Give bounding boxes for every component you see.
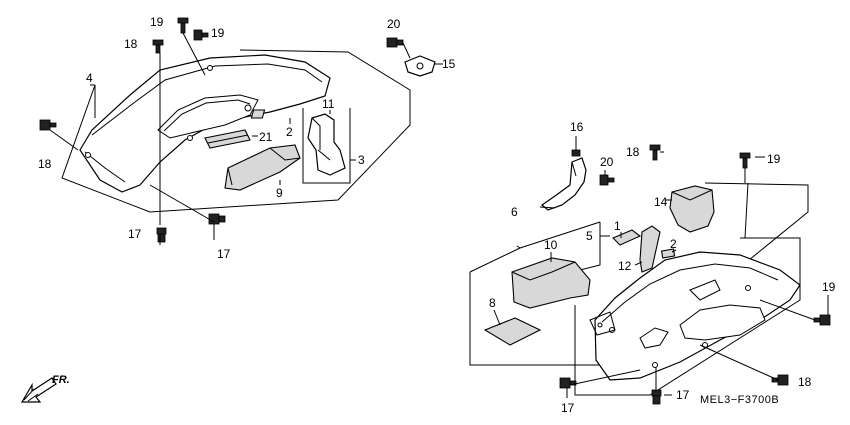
callout-19: 19 (822, 280, 836, 294)
bolt-icon (739, 152, 751, 169)
callout-19: 19 (150, 15, 164, 29)
part-2-pad-right (660, 248, 676, 259)
bolt-icon (651, 389, 662, 405)
part-12-strip (639, 225, 661, 273)
callout-4: 4 (86, 71, 93, 85)
bolt-icon (649, 144, 661, 161)
part-9-foam (224, 144, 301, 191)
callout-17: 17 (217, 247, 231, 261)
bolt-icon (559, 377, 577, 389)
callout-1: 1 (614, 219, 621, 233)
callout-12: 12 (618, 259, 632, 273)
callout-19: 19 (211, 26, 225, 40)
part-4-opening (157, 94, 259, 139)
bolt-icon (208, 213, 226, 225)
right-assembly: 16 18 19 20 14 6 1 5 10 2 12 8 19 18 17 … (469, 120, 836, 415)
callout-9: 9 (276, 186, 283, 200)
part-6-opening (679, 304, 766, 341)
callout-11: 11 (322, 97, 335, 111)
callout-17: 17 (676, 388, 690, 402)
front-label: FR. (52, 374, 70, 386)
bolt-icon (39, 119, 57, 131)
part-2-pad-left (250, 109, 266, 119)
callout-2: 2 (670, 237, 677, 251)
bolt-icon (771, 374, 789, 386)
part-16-bracket (541, 157, 587, 211)
diagram-code: MEL3−F3700B (700, 394, 779, 406)
callout-8: 8 (489, 296, 496, 310)
callout-18: 18 (38, 157, 52, 171)
callout-14: 14 (654, 195, 668, 209)
callout-18: 18 (798, 375, 812, 389)
bolt-icon (156, 227, 167, 243)
callout-10: 10 (544, 238, 558, 252)
bolt-icon (152, 39, 164, 54)
callout-19: 19 (767, 152, 781, 166)
callout-17: 17 (561, 401, 575, 415)
callout-20: 20 (387, 17, 401, 31)
callout-15: 15 (442, 57, 456, 71)
front-arrow-icon (20, 377, 57, 403)
callout-6: 6 (511, 205, 518, 219)
part-8-pad (483, 317, 542, 346)
bolt-icon (386, 37, 404, 48)
callout-5: 5 (586, 229, 593, 243)
callout-2: 2 (286, 125, 293, 139)
callout-21: 21 (259, 130, 273, 144)
callout-18: 18 (124, 37, 138, 51)
bolt-icon (813, 314, 831, 326)
part-11-bracket (307, 113, 346, 176)
part-10-foam (511, 257, 591, 309)
left-leaders (49, 32, 443, 245)
front-arrow: FR. (20, 374, 70, 403)
callout-18: 18 (626, 145, 640, 159)
part-1-pad (612, 229, 642, 246)
bolt-icon (193, 29, 209, 41)
callout-20: 20 (600, 155, 614, 169)
callout-16: 16 (570, 120, 584, 134)
left-assembly: 19 19 18 20 15 4 11 2 21 3 9 18 17 17 (38, 15, 456, 261)
callout-17: 17 (128, 227, 142, 241)
part-14-foam (669, 185, 715, 233)
bolt-icon (599, 174, 615, 186)
left-frame (61, 49, 411, 213)
right-leaders (493, 136, 829, 398)
bolt-icon (177, 17, 189, 34)
callout-3: 3 (358, 153, 365, 167)
